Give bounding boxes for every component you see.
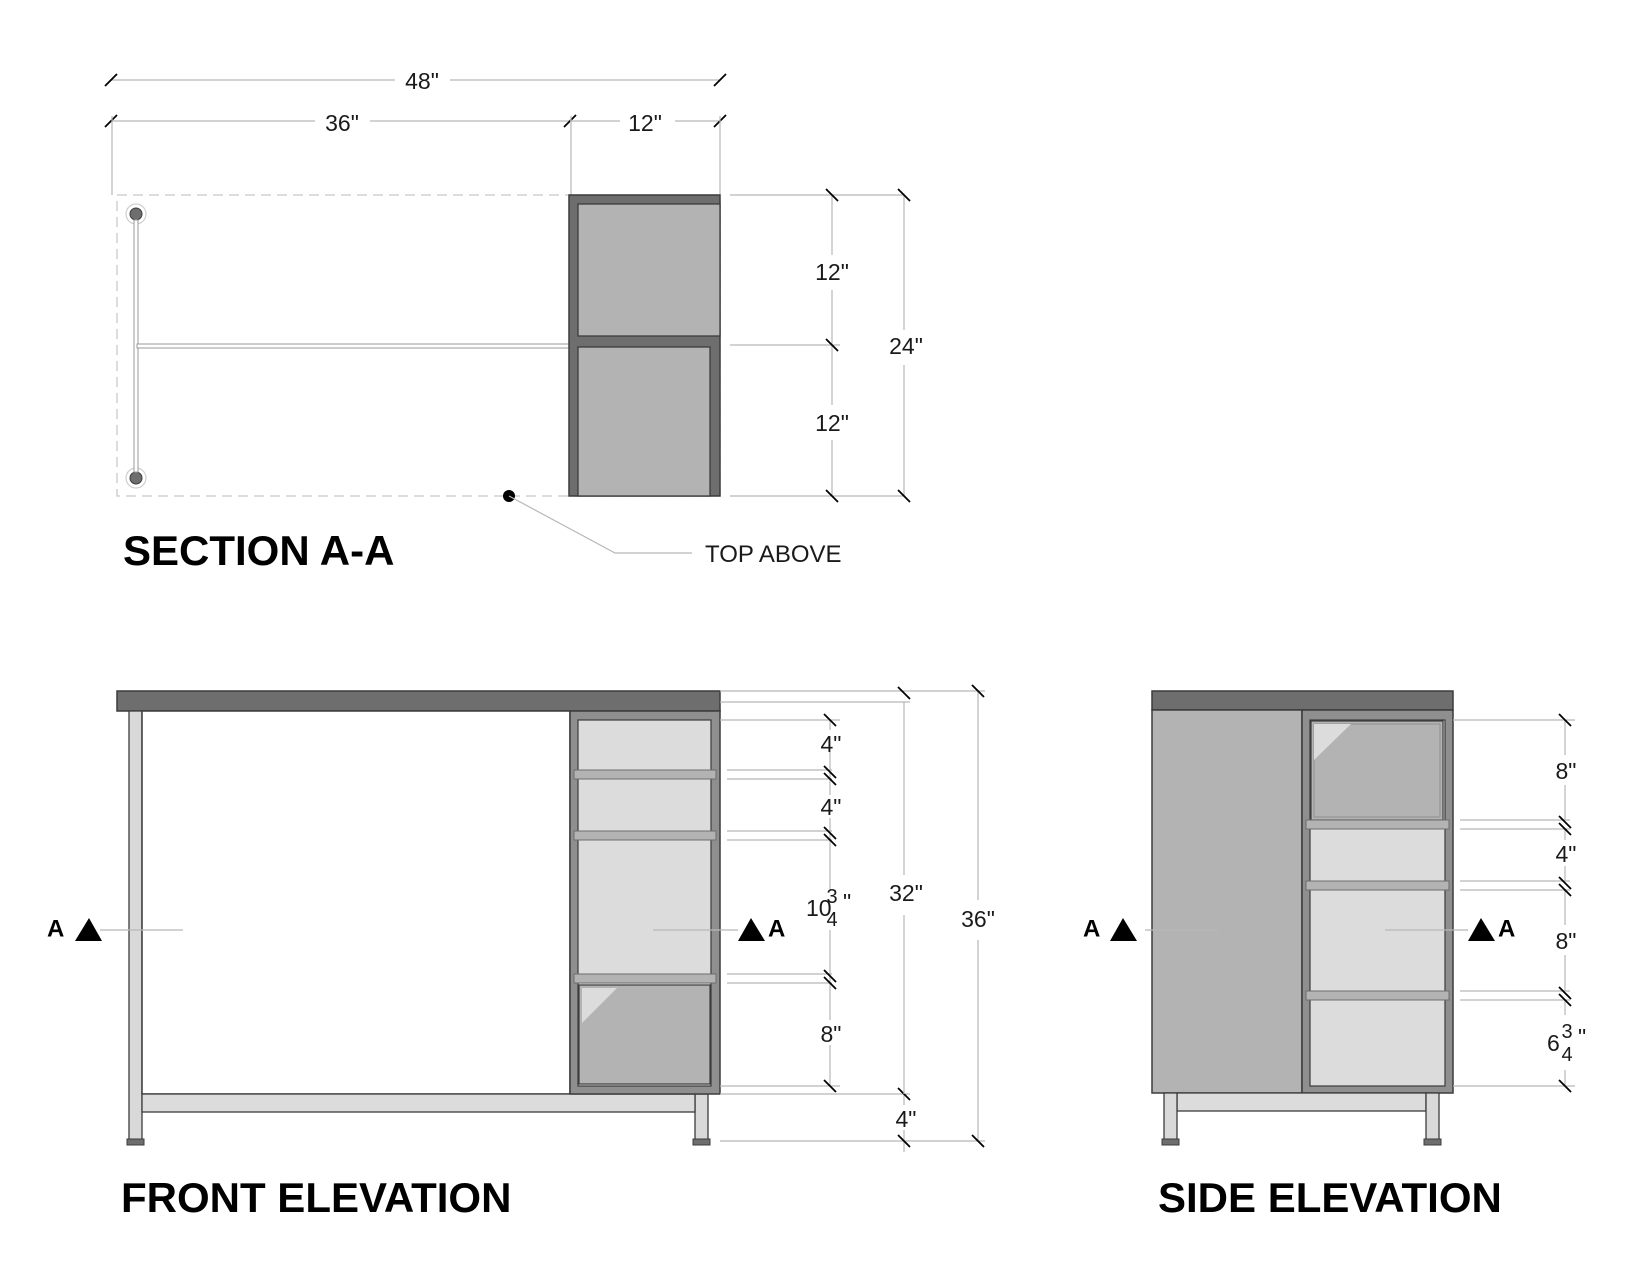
cut-arrow-icon [738,918,765,941]
front-cabinet-height-dimension: 32" [720,686,985,1094]
section-title: SECTION A-A [123,527,394,574]
upper-depth-label: 12" [815,259,849,285]
front-cabinet-height-label: 32" [889,880,923,906]
svg-text:3: 3 [1561,1021,1572,1043]
lower-depth-label: 12" [815,410,849,436]
side-cut-mark-right: A [1498,915,1515,942]
total-depth-label: 24" [889,333,923,359]
side-shelf3-label: 6 3 4 " [1547,1021,1586,1066]
svg-text:": " [1578,1024,1586,1050]
svg-text:10: 10 [806,895,832,921]
side-cut-mark-left: A [1083,915,1100,942]
side-countertop [1151,690,1454,711]
front-open-bay [141,710,571,1095]
right-width-dimension: 12" [570,110,727,195]
top-above-note: TOP ABOVE [705,541,842,568]
cut-arrow-icon [75,918,102,941]
front-base-dimension: 4" [720,1087,985,1152]
left-width-label: 36" [325,110,359,136]
front-right-leg [694,1093,709,1142]
front-cut-mark-left: A [47,915,64,942]
side-shelf2-label: 8" [1556,928,1577,954]
front-shelf3-label: 10 3 4 " [806,886,851,931]
front-cabinet [569,710,721,1095]
front-cut-mark-right: A [768,915,785,942]
leg-top [129,207,143,221]
front-shelf [573,830,717,841]
side-shelf [1305,990,1450,1001]
cut-arrow-icon [1110,918,1137,941]
depth-dimensions: 12" 12" 24" [730,188,923,503]
front-total-height-dimension: 36" [961,684,995,1148]
front-countertop [116,690,721,712]
left-width-dimension: 36" [104,110,577,195]
side-panel [1151,709,1303,1094]
upper-cubby [577,203,721,337]
svg-text:4: 4 [1561,1044,1572,1066]
front-elevation-title: FRONT ELEVATION [121,1174,511,1221]
front-elevation-view: A A 4" 4" [47,684,995,1221]
section-a-a-view: 48" 36" 12" [104,68,923,574]
front-shelf [573,973,717,984]
front-shelf1-label: 4" [821,731,842,757]
front-base-label: 4" [896,1106,917,1132]
front-shelf4-label: 8" [821,1021,842,1047]
overall-width-dimension: 48" [104,68,727,94]
cut-arrow-icon [1468,918,1495,941]
side-elevation-view: A A [1083,690,1586,1221]
right-width-label: 12" [628,110,662,136]
front-shelf-dimensions: 4" 4" 10 3 4 " 8" [720,713,851,1093]
side-shelf [1305,819,1450,830]
side-left-leg [1163,1092,1178,1142]
front-left-leg [128,710,143,1142]
side-shelf [1305,880,1450,891]
side-elevation-title: SIDE ELEVATION [1158,1174,1502,1221]
side-right-leg [1425,1092,1440,1142]
svg-text:4: 4 [826,909,837,931]
svg-text:": " [843,889,851,915]
front-bottom-stretcher [141,1093,696,1113]
overall-width-label: 48" [405,68,439,94]
lower-cubby [577,346,711,497]
front-shelf [573,769,717,780]
side-bottom-stretcher [1176,1092,1427,1112]
side-shelf-dimensions: 8" 4" 8" 6 3 4 " [1453,713,1586,1093]
side-drawer-label: 8" [1556,758,1577,784]
svg-text:3: 3 [826,886,837,908]
front-shelf2-label: 4" [821,794,842,820]
center-stretcher [136,343,572,349]
svg-text:6: 6 [1547,1030,1560,1056]
side-shelf1-label: 4" [1556,841,1577,867]
front-total-height-label: 36" [961,906,995,932]
cabinet-plan [568,194,721,497]
leader-line [508,495,692,554]
leg-bottom [129,471,143,485]
